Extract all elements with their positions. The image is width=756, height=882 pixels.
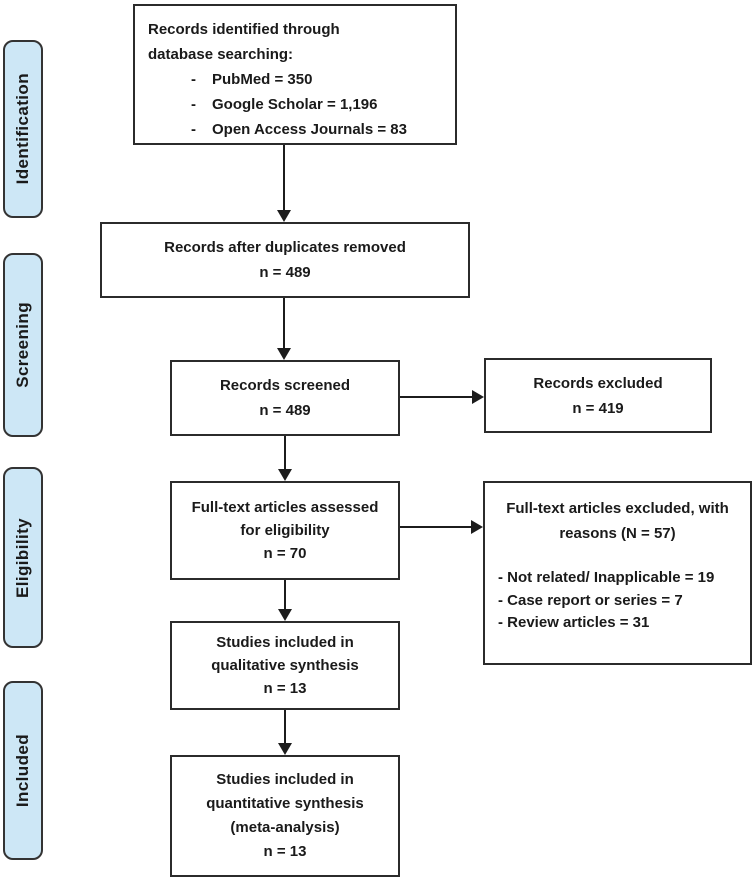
arrow-identified-to-duplicates-head	[277, 210, 291, 222]
fulltext-assessed-line2: for eligibility	[240, 522, 330, 539]
duplicates-removed-line1: Records after duplicates removed	[164, 239, 406, 256]
box-records-screened: Records screened n = 489	[170, 360, 400, 436]
reason-review-articles: - Review articles = 31	[498, 614, 650, 631]
stage-eligibility-label: Eligibility	[13, 517, 32, 598]
bullet-dash: -	[191, 71, 196, 88]
fulltext-excluded-title1: Full-text articles excluded, with	[506, 500, 729, 517]
quantitative-line2: quantitative synthesis	[206, 795, 364, 812]
fulltext-excluded-reasons: - Not related/ Inapplicable = 19 - Case …	[493, 567, 742, 635]
box-quantitative-synthesis: Studies included in quantitative synthes…	[170, 755, 400, 877]
arrow-fulltext-to-qualitative-line	[284, 580, 286, 609]
arrow-identified-to-duplicates-line	[283, 145, 285, 210]
arrow-fulltext-to-excluded-head	[471, 520, 483, 534]
duplicates-removed-count: n = 489	[259, 264, 311, 281]
source-item-open-access: - Open Access Journals = 83	[148, 117, 449, 142]
records-identified-line2: database searching:	[148, 46, 294, 63]
qualitative-count: n = 13	[263, 680, 307, 697]
box-fulltext-excluded: Full-text articles excluded, with reason…	[483, 481, 752, 665]
quantitative-count: n = 13	[263, 843, 307, 860]
box-qualitative-synthesis: Studies included in qualitative synthesi…	[170, 621, 400, 710]
fulltext-assessed-line1: Full-text articles assessed	[191, 499, 379, 516]
qualitative-line2: qualitative synthesis	[211, 657, 359, 674]
box-duplicates-removed: Records after duplicates removed n = 489	[100, 222, 470, 298]
arrow-fulltext-to-excluded-line	[400, 526, 471, 528]
bullet-dash: -	[191, 121, 196, 138]
fulltext-assessed-count: n = 70	[263, 545, 307, 562]
reason-case-report: - Case report or series = 7	[498, 591, 683, 609]
source-item-google-scholar-text: Google Scholar = 1,196	[212, 96, 378, 113]
box-records-identified: Records identified through database sear…	[133, 4, 457, 145]
quantitative-line3: (meta-analysis)	[230, 819, 340, 836]
box-records-excluded: Records excluded n = 419	[484, 358, 712, 433]
stage-eligibility: Eligibility	[3, 467, 43, 648]
records-identified-line1: Records identified through	[148, 21, 340, 38]
arrow-fulltext-to-qualitative-head	[278, 609, 292, 621]
arrow-screened-to-excluded-line	[400, 396, 472, 398]
arrow-screened-to-fulltext-line	[284, 436, 286, 469]
records-excluded-line1: Records excluded	[533, 374, 663, 392]
bullet-dash: -	[191, 96, 196, 113]
records-screened-count: n = 489	[259, 402, 311, 419]
box-fulltext-assessed: Full-text articles assessed for eligibil…	[170, 481, 400, 580]
fulltext-excluded-title2: reasons (N = 57)	[559, 525, 676, 542]
arrow-qualitative-to-quantitative-head	[278, 743, 292, 755]
source-item-pubmed-text: PubMed = 350	[212, 71, 313, 88]
source-item-google-scholar: - Google Scholar = 1,196	[148, 92, 449, 117]
arrow-screened-to-fulltext-head	[278, 469, 292, 481]
source-item-open-access-text: Open Access Journals = 83	[212, 121, 407, 138]
stage-screening-label: Screening	[13, 302, 32, 388]
stage-screening: Screening	[3, 253, 43, 437]
records-screened-line1: Records screened	[219, 377, 351, 394]
stage-included: Included	[3, 681, 43, 860]
quantitative-line1: Studies included in	[216, 771, 354, 788]
stage-identification-label: Identification	[13, 73, 32, 185]
stage-included-label: Included	[13, 733, 32, 808]
arrow-screened-to-excluded-head	[472, 390, 484, 404]
reason-not-related: - Not related/ Inapplicable = 19	[498, 569, 715, 586]
source-item-pubmed: - PubMed = 350	[148, 67, 449, 92]
records-excluded-count: n = 419	[572, 399, 624, 417]
stage-identification: Identification	[3, 40, 43, 218]
arrow-duplicates-to-screened-line	[283, 298, 285, 348]
qualitative-line1: Studies included in	[216, 634, 354, 651]
arrow-duplicates-to-screened-head	[277, 348, 291, 360]
arrow-qualitative-to-quantitative-line	[284, 710, 286, 743]
